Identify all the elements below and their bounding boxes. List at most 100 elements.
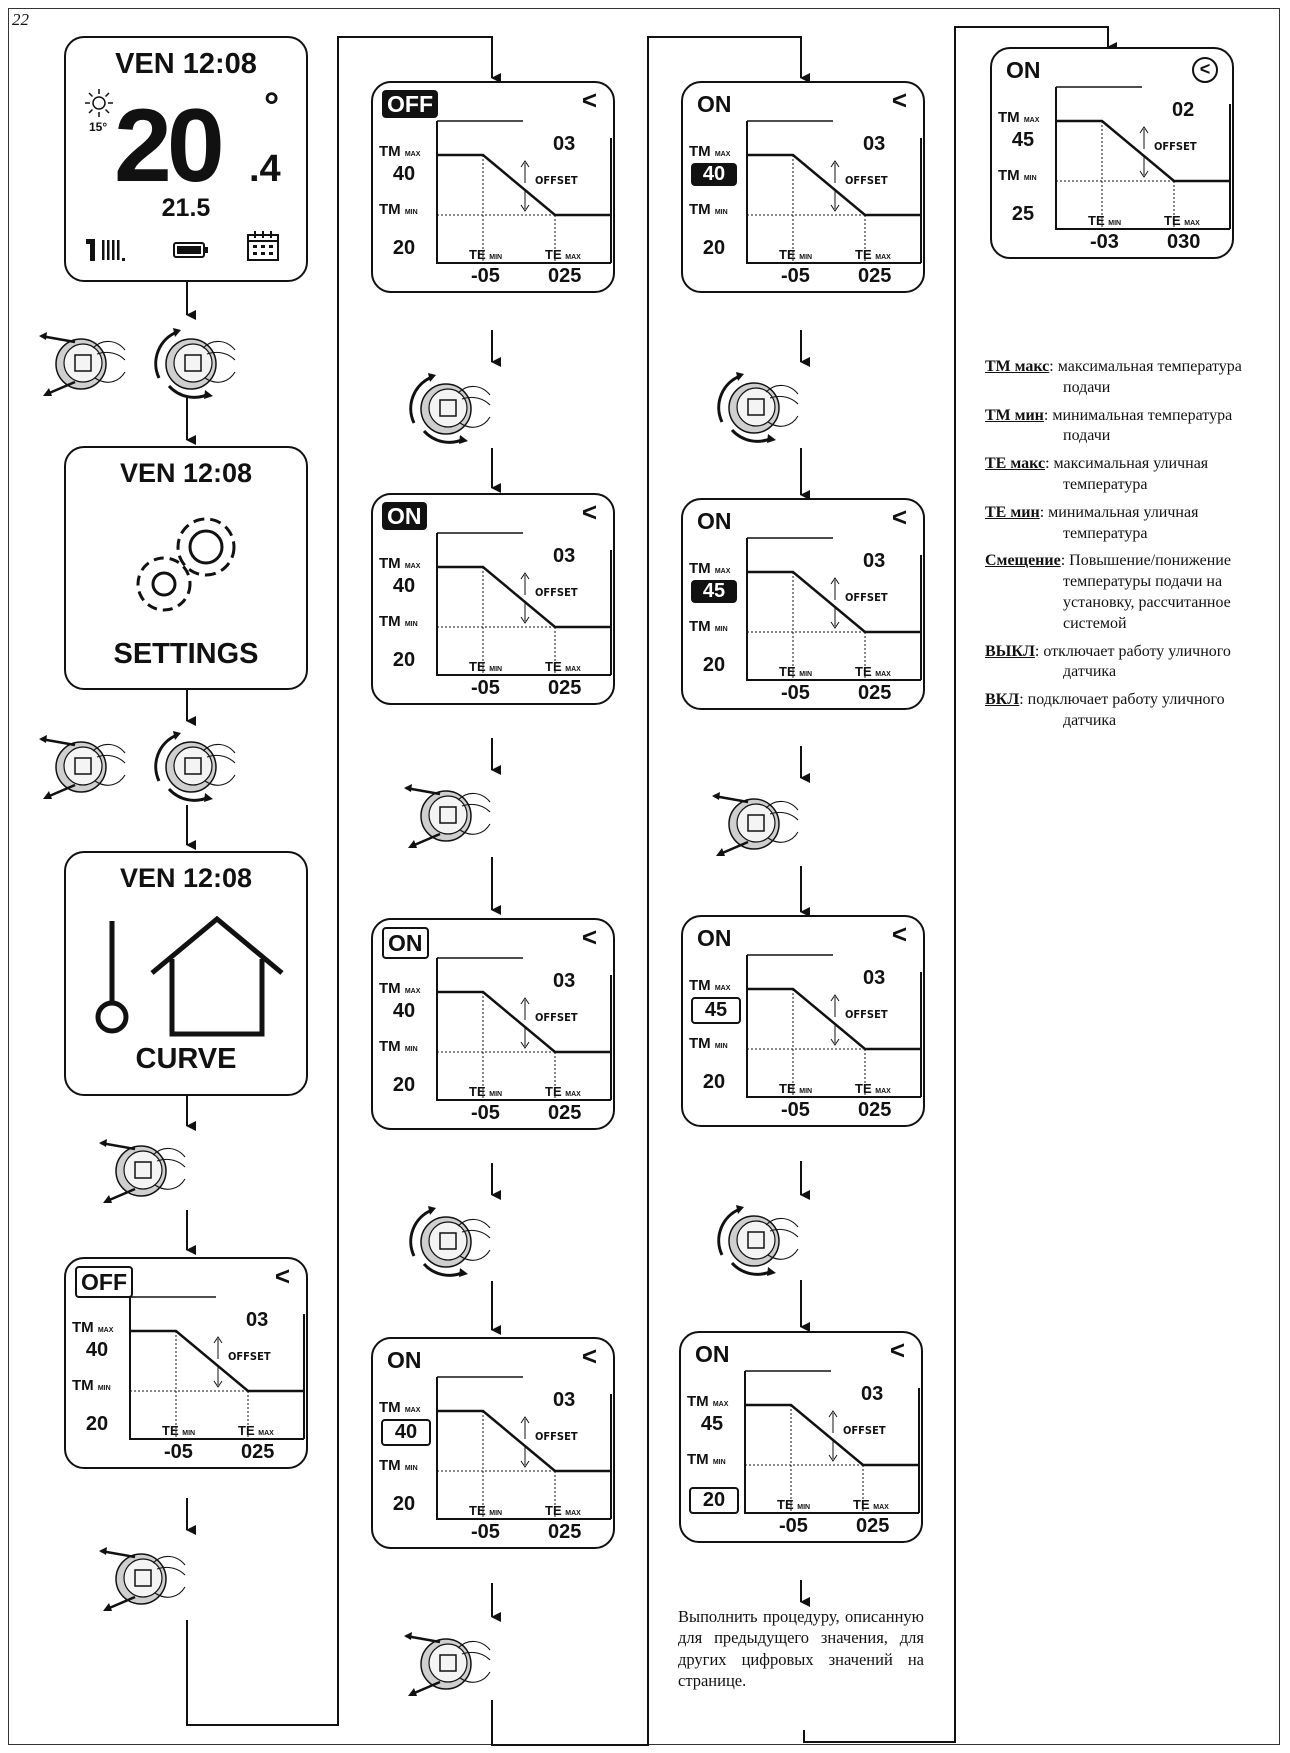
sensor-state-badge[interactable]: OFF — [382, 90, 438, 118]
tm-max-value[interactable]: 40 — [392, 575, 416, 597]
tm-min-value[interactable]: 20 — [702, 237, 726, 259]
te-max-value[interactable]: 025 — [548, 1102, 582, 1124]
heating-curve-plot — [436, 1376, 612, 1520]
offset-value[interactable]: 03 — [553, 545, 576, 567]
press-knob-icon — [37, 320, 127, 400]
curve-graph-screen: OFF < 03 OFFSET TM MAX 40 TM MIN 20 TE M… — [64, 1257, 308, 1469]
home-day-time: VEN 12:08 — [115, 48, 257, 80]
tm-min-value[interactable]: 20 — [702, 654, 726, 676]
te-max-value[interactable]: 025 — [858, 1099, 892, 1121]
offset-value[interactable]: 02 — [1172, 99, 1195, 121]
sensor-state-badge[interactable]: ON — [697, 508, 732, 534]
te-max-value[interactable]: 025 — [858, 682, 892, 704]
back-icon[interactable]: < — [889, 1335, 905, 1365]
te-max-value[interactable]: 025 — [548, 1521, 582, 1543]
tm-min-value[interactable]: 20 — [702, 1071, 726, 1093]
gears-icon — [136, 517, 236, 612]
back-icon[interactable]: < — [891, 502, 907, 532]
back-icon[interactable]: < — [581, 922, 597, 952]
press-knob-icon — [402, 772, 492, 852]
curve-graph-screen: ON < 03 OFFSET TM MAX 40 TM MIN 20 TE MI… — [681, 81, 925, 293]
back-icon[interactable]: < — [581, 497, 597, 527]
te-min-value[interactable]: -05 — [781, 1099, 810, 1121]
te-max-label: TE MAX — [855, 1081, 891, 1096]
back-icon[interactable]: < — [581, 1341, 597, 1371]
rotate-knob-icon — [147, 723, 237, 803]
offset-value[interactable]: 03 — [553, 970, 576, 992]
tm-max-value[interactable]: 45 — [1011, 129, 1035, 151]
sensor-state-badge[interactable]: ON — [697, 91, 732, 117]
sensor-state-badge[interactable]: ON — [382, 502, 427, 530]
te-min-label: TE MIN — [779, 247, 813, 262]
heating-curve-plot — [436, 957, 612, 1101]
tm-max-value[interactable]: 40 — [392, 1000, 416, 1022]
te-min-value[interactable]: -03 — [1090, 231, 1119, 253]
sensor-state-badge[interactable]: OFF — [75, 1266, 133, 1298]
procedure-note: Выполнить процедуру, описанную для преды… — [678, 1607, 924, 1691]
tm-min-value[interactable]: 25 — [1011, 203, 1035, 225]
back-icon[interactable]: < — [581, 85, 597, 115]
tm-max-value[interactable]: 45 — [700, 1413, 724, 1435]
tm-max-value[interactable]: 40 — [691, 163, 737, 186]
tm-max-value[interactable]: 40 — [85, 1339, 109, 1361]
te-max-value[interactable]: 025 — [856, 1515, 890, 1537]
te-min-value[interactable]: -05 — [781, 682, 810, 704]
sensor-state-badge[interactable]: ON — [387, 1347, 422, 1373]
tm-max-value[interactable]: 40 — [392, 163, 416, 185]
tm-min-value[interactable]: 20 — [85, 1413, 109, 1435]
tm-min-value[interactable]: 20 — [392, 1074, 416, 1096]
back-icon[interactable]: < — [274, 1261, 290, 1291]
legend-item: Смещение: Повышение/понижение температур… — [985, 552, 1231, 632]
te-min-value[interactable]: -05 — [471, 1521, 500, 1543]
te-min-value[interactable]: -05 — [471, 265, 500, 287]
te-min-label: TE MIN — [469, 659, 503, 674]
tm-min-value[interactable]: 20 — [392, 1493, 416, 1515]
te-max-label: TE MAX — [545, 659, 581, 674]
offset-value[interactable]: 03 — [863, 967, 886, 989]
offset-value[interactable]: 03 — [553, 133, 576, 155]
tm-min-value[interactable]: 20 — [392, 237, 416, 259]
tm-max-value[interactable]: 40 — [381, 1419, 431, 1446]
tm-max-value[interactable]: 45 — [691, 997, 741, 1024]
offset-value[interactable]: 03 — [861, 1383, 884, 1405]
te-min-label: TE MIN — [469, 1084, 503, 1099]
rotate-knob-icon — [147, 320, 237, 400]
calendar-icon — [247, 231, 279, 261]
back-icon[interactable]: < — [1192, 57, 1218, 83]
offset-value[interactable]: 03 — [246, 1309, 269, 1331]
sensor-state-badge[interactable]: ON — [1006, 57, 1041, 83]
offset-value[interactable]: 03 — [863, 550, 886, 572]
te-min-value[interactable]: -05 — [471, 1102, 500, 1124]
sensor-state-badge[interactable]: ON — [697, 925, 732, 951]
curve-graph-screen: ON < 03 OFFSET TM MAX 40 TM MIN 20 TE MI… — [371, 493, 615, 705]
tm-max-label: TM MAX — [379, 143, 421, 160]
curve-graph-screen: ON < 03 OFFSET TM MAX 45 TM MIN 20 TE MI… — [681, 498, 925, 710]
rotate-knob-icon — [710, 364, 800, 444]
back-icon[interactable]: < — [891, 85, 907, 115]
sensor-state-badge[interactable]: ON — [695, 1341, 730, 1367]
te-max-value[interactable]: 025 — [241, 1441, 275, 1463]
te-min-label: TE MIN — [1088, 213, 1122, 228]
te-min-value[interactable]: -05 — [779, 1515, 808, 1537]
te-max-value[interactable]: 025 — [548, 265, 582, 287]
tm-min-value[interactable]: 20 — [689, 1487, 739, 1514]
tm-min-value[interactable]: 20 — [392, 649, 416, 671]
back-icon[interactable]: < — [891, 919, 907, 949]
te-max-value[interactable]: 025 — [858, 265, 892, 287]
te-min-value[interactable]: -05 — [471, 677, 500, 699]
te-min-value[interactable]: -05 — [781, 265, 810, 287]
settings-day-time: VEN 12:08 — [119, 458, 253, 488]
te-max-value[interactable]: 030 — [1167, 231, 1201, 253]
main-temp-degree: ° — [264, 86, 280, 128]
rotate-knob-icon — [710, 1197, 800, 1277]
tm-max-label: TM MAX — [689, 143, 731, 160]
tm-max-value[interactable]: 45 — [691, 580, 737, 603]
tm-min-label: TM MIN — [379, 1457, 418, 1474]
sensor-state-badge[interactable]: ON — [382, 927, 429, 959]
te-max-value[interactable]: 025 — [548, 677, 582, 699]
offset-value[interactable]: 03 — [863, 133, 886, 155]
offset-value[interactable]: 03 — [553, 1389, 576, 1411]
curve-graph-screen: ON < 02 OFFSET TM MAX 45 TM MIN 25 TE MI… — [990, 47, 1234, 259]
offset-label: OFFSET — [228, 1350, 271, 1363]
te-min-value[interactable]: -05 — [164, 1441, 193, 1463]
